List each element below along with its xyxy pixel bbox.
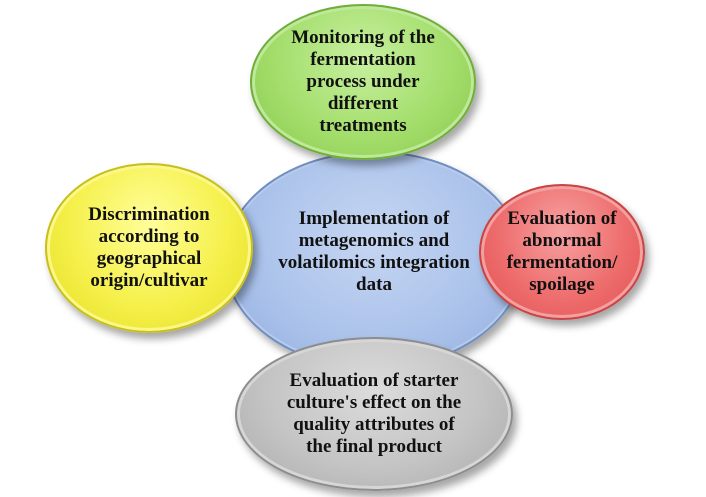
center-node-label: Implementation of metagenomics and volat… — [278, 208, 470, 295]
bottom-node-starter-culture-evaluation: Evaluation of starter culture's effect o… — [235, 337, 513, 491]
right-node-spoilage-evaluation: Evaluation of abnormal fermentation/ spo… — [479, 184, 645, 320]
top-node-fermentation-monitoring: Monitoring of the fermentation process u… — [250, 4, 476, 160]
left-node-geographical-discrimination: Discrimination according to geographical… — [45, 163, 253, 333]
right-node-label: Evaluation of abnormal fermentation/ spo… — [506, 208, 618, 295]
bottom-node-label: Evaluation of starter culture's effect o… — [286, 370, 462, 457]
left-node-label: Discrimination according to geographical… — [88, 204, 210, 291]
top-node-label: Monitoring of the fermentation process u… — [291, 27, 435, 136]
center-node-metagenomics-volatilomics: Implementation of metagenomics and volat… — [224, 151, 524, 369]
